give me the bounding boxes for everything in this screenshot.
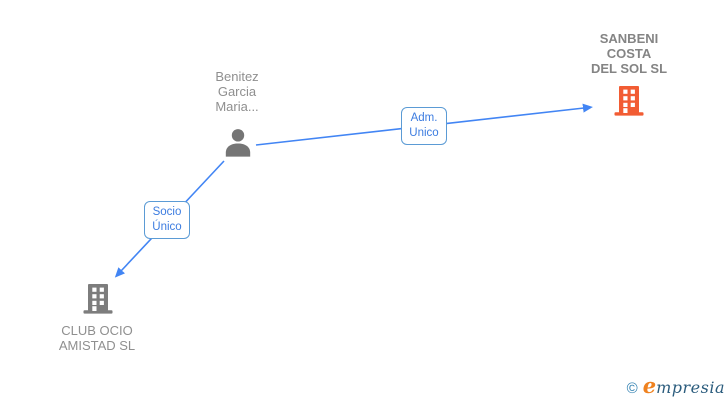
edge-label-adm-unico[interactable]: Adm. Unico [401,107,447,145]
empresia-wordmark: empresia [643,373,725,398]
empresia-logo[interactable]: © empresia [627,373,725,398]
brand-letter-e: e [642,373,657,398]
building-icon-sanbeni[interactable] [612,85,646,117]
person-icon[interactable] [223,126,253,160]
sanbeni-label[interactable]: SANBENI COSTA DEL SOL SL [590,31,668,76]
club-label[interactable]: CLUB OCIO AMISTAD SL [58,323,136,353]
brand-rest: mpresia [656,378,725,397]
building-icon-club[interactable] [81,283,115,315]
edge-label-socio-unico[interactable]: Socio Único [144,201,190,239]
person-label[interactable]: Benitez Garcia Maria... [215,69,259,114]
copyright-icon: © [626,380,638,397]
